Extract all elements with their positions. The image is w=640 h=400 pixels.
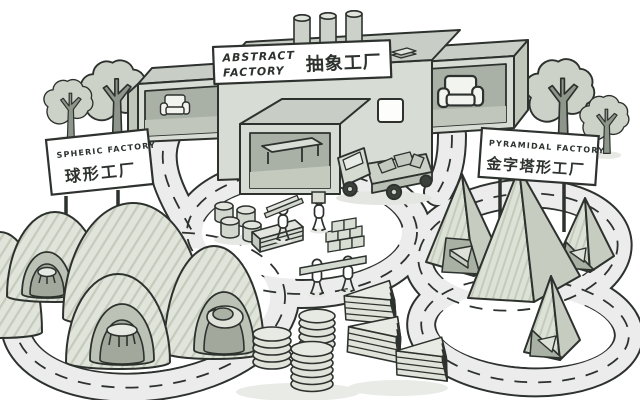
factory-garage-bay	[239, 98, 371, 195]
triangle-product	[537, 335, 557, 353]
truck-window	[342, 151, 364, 171]
spheric-factory-sign: SPHERIC FACTORY 球形工厂	[44, 128, 157, 196]
brick-stack	[325, 217, 365, 253]
abstract-sign-line1: ABSTRACT	[221, 49, 295, 65]
workers-carrying-beam	[299, 255, 367, 298]
wedge-stack	[394, 336, 448, 384]
pyramidal-factory-sign: PYRAMIDAL FACTORY 金字塔形工厂	[477, 126, 605, 187]
abstract-sign-line2: FACTORY	[223, 64, 285, 79]
disc-stack	[298, 308, 336, 352]
dome-buildings	[0, 202, 266, 370]
disc-stack	[290, 340, 334, 393]
table-product	[261, 137, 323, 164]
wedge-stacks	[342, 279, 448, 396]
truck	[336, 147, 433, 205]
triangle-shelf-product	[449, 245, 473, 269]
tree	[43, 78, 94, 144]
worker-carrying-planks	[263, 194, 305, 244]
abstract-factory-building: ABSTRACT FACTORY 抽象工厂	[127, 9, 529, 195]
round-chair-product	[206, 305, 244, 329]
round-table-product	[106, 323, 138, 347]
disc-stack	[252, 326, 292, 370]
pyramid-tall	[467, 167, 581, 303]
round-stool-product	[37, 266, 57, 284]
armchair-product	[437, 74, 485, 109]
disc-stacks	[236, 308, 360, 400]
armchair-product	[159, 94, 191, 116]
factory-left-wing	[127, 61, 243, 143]
worker-carrying-box	[310, 191, 328, 234]
beam-product	[299, 255, 367, 276]
pyramid-front	[523, 275, 581, 361]
barrel	[220, 216, 240, 239]
pyramidal-factory-area: PYRAMIDAL FACTORY 金字塔形工厂	[425, 126, 615, 361]
factory-window	[377, 98, 404, 123]
abstract-sign-zh: 抽象工厂	[305, 51, 382, 76]
factory-right-wing	[419, 39, 529, 135]
triangle-product	[569, 247, 587, 263]
pyramid-buildings	[425, 167, 615, 361]
abstract-factory-sign: ABSTRACT FACTORY 抽象工厂	[211, 39, 393, 86]
spheric-factory-area: SPHERIC FACTORY 球形工厂	[0, 128, 266, 370]
construction-yard	[214, 191, 367, 298]
truck-wheel	[419, 174, 433, 188]
wedge-stack	[346, 313, 403, 364]
truck-cargo	[377, 151, 425, 174]
